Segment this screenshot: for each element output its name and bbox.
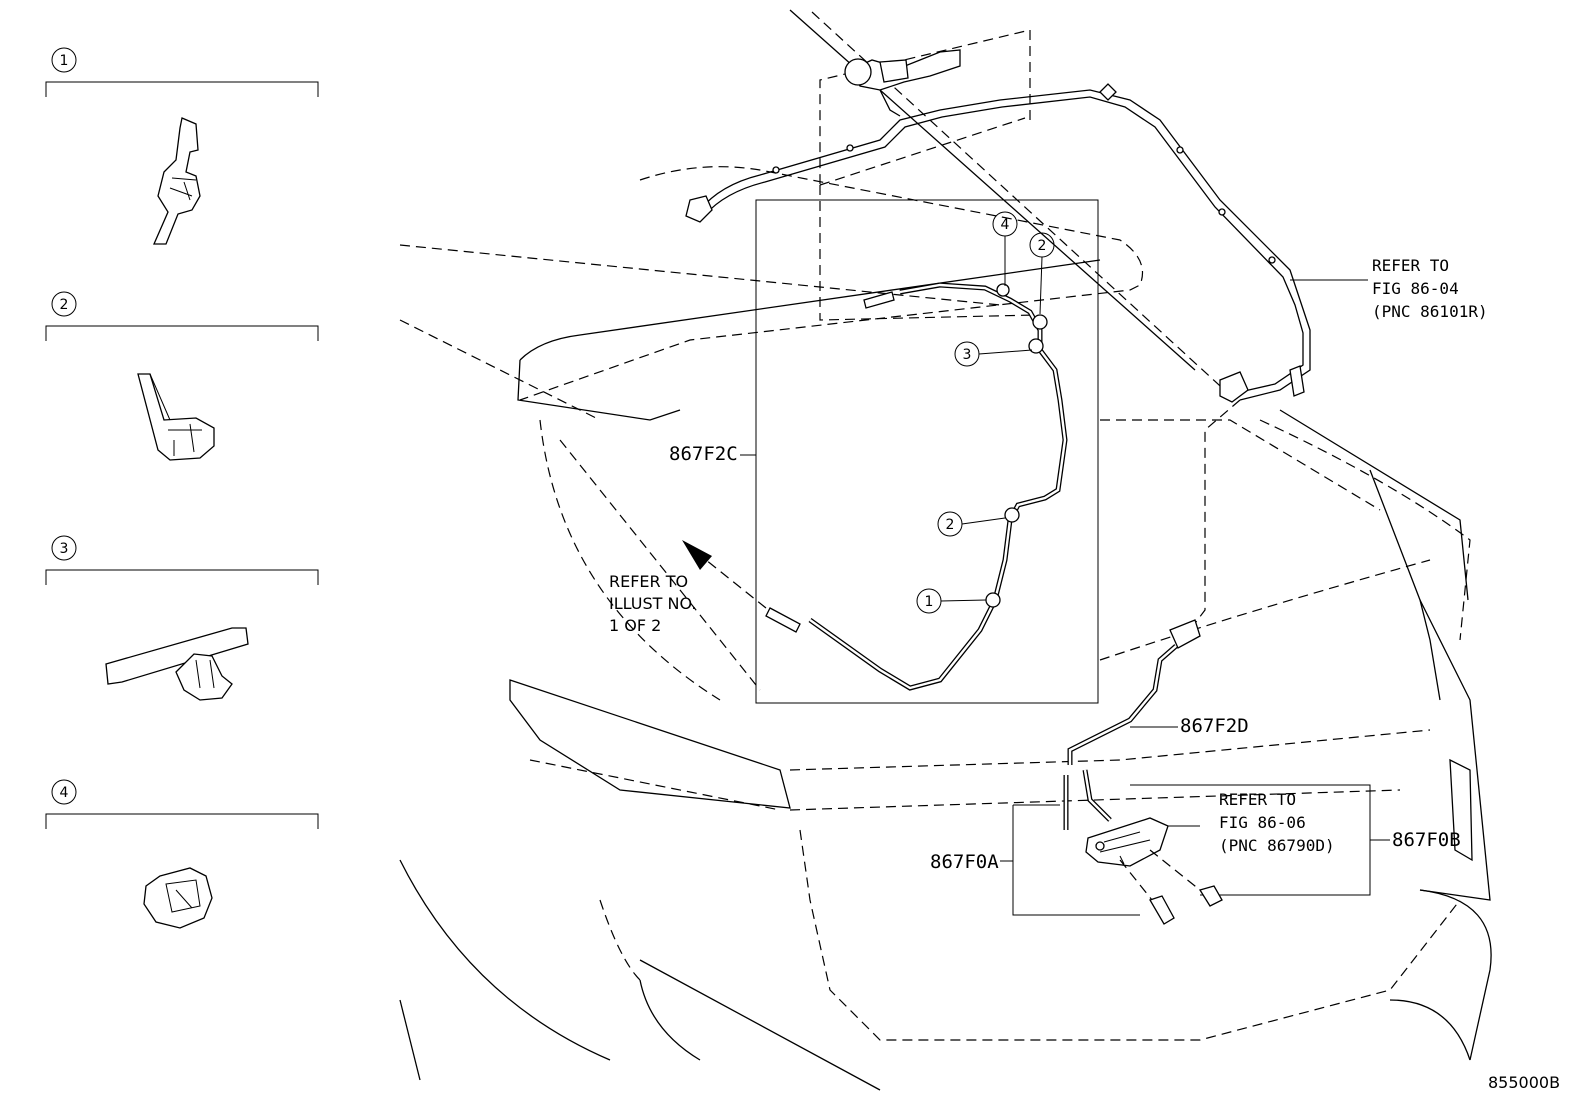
clip-1-icon [153,117,201,245]
svg-text:REFER TO: REFER TO [609,572,688,591]
legend-num-2: 2 [60,297,69,313]
svg-text:REFER TO: REFER TO [1372,256,1449,275]
svg-text:1: 1 [925,594,934,610]
part-number-867F2D: 867F2D [1180,715,1249,737]
callout-4: 4 [992,211,1018,286]
hose-867F2D: 867F2D [1067,399,1249,765]
svg-text:3: 3 [963,347,972,363]
callout-2a: 2 [1029,232,1055,315]
svg-text:4: 4 [1001,217,1010,233]
figure-id: 855000B [1488,1073,1560,1092]
legend-item-2: 2 [45,291,319,461]
refer-illust-note: REFER TO ILLUST NO. 1 OF 2 [609,572,696,635]
legend-item-1: 1 [45,47,319,245]
hose-867F2C-detail: 4 2 3 2 1 867F2C [669,199,1099,704]
nozzle-assembly: 867F0A 867F0B REFER TO FIG 86-06 (PNC 86… [930,769,1461,925]
callout-1: 1 [916,588,987,614]
legend-item-3: 3 [45,535,319,701]
refer-fig-86-06-note: REFER TO FIG 86-06 (PNC 86790D) [1219,790,1335,855]
refer-illust-arrow: REFER TO ILLUST NO. 1 OF 2 [609,540,767,635]
callout-3: 3 [954,341,1033,367]
svg-text:2: 2 [1038,238,1047,254]
legend-num-4: 4 [60,785,69,801]
part-number-867F0B: 867F0B [1392,829,1461,851]
refer-fig-86-04-note: REFER TO FIG 86-04 (PNC 86101R) [1290,256,1488,321]
svg-text:1 OF 2: 1 OF 2 [609,616,661,635]
legend-num-1: 1 [60,53,69,69]
part-number-867F0A: 867F0A [930,851,999,873]
callout-2b: 2 [937,511,1006,537]
svg-text:ILLUST NO.: ILLUST NO. [609,594,696,613]
legend-item-4: 4 [45,779,319,929]
clip-2-icon [137,373,215,461]
legend-num-3: 3 [60,541,69,557]
svg-text:(PNC 86790D): (PNC 86790D) [1219,836,1335,855]
clip-3-icon [105,627,249,701]
svg-text:REFER TO: REFER TO [1219,790,1296,809]
vehicle-outline [399,9,1492,1091]
svg-text:(PNC 86101R): (PNC 86101R) [1372,302,1488,321]
svg-text:FIG 86-04: FIG 86-04 [1372,279,1459,298]
clip-4-icon [143,867,213,929]
part-number-867F2C: 867F2C [669,443,738,465]
washer-harness-upper [685,29,1311,403]
svg-text:2: 2 [946,517,955,533]
svg-text:FIG 86-06: FIG 86-06 [1219,813,1306,832]
